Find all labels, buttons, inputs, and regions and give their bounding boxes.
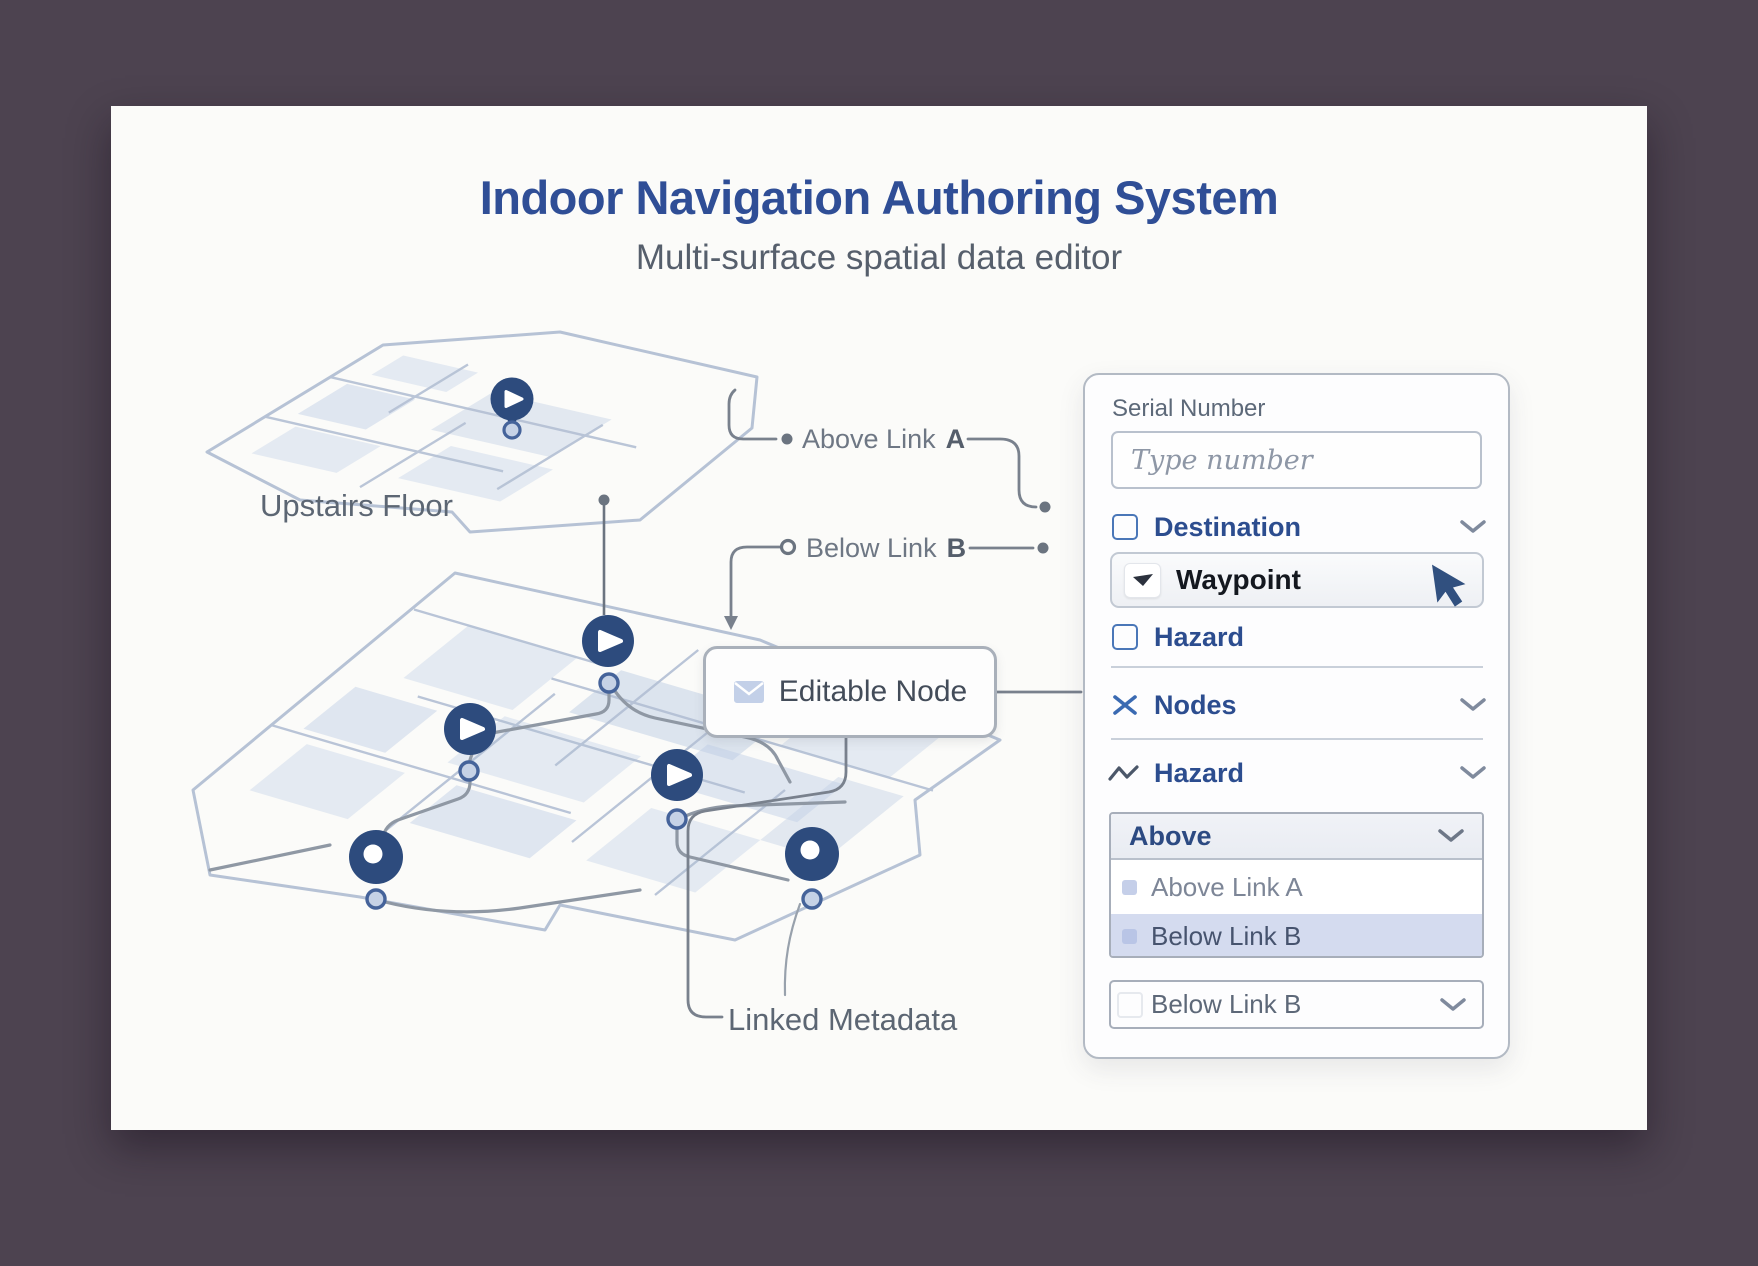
hazard-section-label: Hazard: [1154, 757, 1245, 788]
waypoint-label: Waypoint: [1176, 564, 1301, 595]
below-link-letter: B: [946, 533, 967, 563]
page-subtitle: Multi-surface spatial data editor: [635, 238, 1123, 277]
below-link-text: Below Link: [806, 533, 937, 563]
divider: [1111, 738, 1483, 740]
waypoint-cursor-icon: [1124, 562, 1161, 598]
waypoint-pin[interactable]: [651, 749, 703, 830]
connector-dot: [781, 433, 793, 445]
nodes-x-icon: [1111, 692, 1138, 718]
above-link-label: Above Link A: [802, 424, 965, 455]
destination-checkbox[interactable]: [1112, 514, 1138, 540]
below-link-select[interactable]: Below Link B: [1109, 980, 1484, 1029]
vertical-link-line: [598, 494, 610, 615]
above-link-text: Above Link: [802, 424, 936, 454]
page-title: Indoor Navigation Authoring System: [479, 171, 1279, 224]
chevron-down-icon[interactable]: [1460, 520, 1486, 534]
hazard-checkbox[interactable]: [1112, 624, 1138, 650]
serial-number-input[interactable]: [1111, 431, 1482, 489]
above-dropdown-value: Above: [1129, 820, 1212, 851]
destination-pin[interactable]: [349, 830, 403, 910]
connector-dot: [1037, 542, 1049, 554]
option-bullet-icon: [1122, 879, 1137, 895]
upstairs-floorplan: [207, 332, 757, 532]
above-dropdown-header[interactable]: Above: [1111, 814, 1482, 860]
destination-pin[interactable]: [785, 827, 839, 910]
chevron-down-icon[interactable]: [1438, 829, 1464, 843]
waypoint-pin-upstairs[interactable]: [490, 377, 534, 440]
chevron-down-icon[interactable]: [1460, 698, 1486, 712]
hazard-section-row[interactable]: Hazard: [1085, 755, 1512, 791]
arrowhead-to-node: [724, 616, 738, 630]
nodes-section-label: Nodes: [1154, 689, 1237, 720]
connector-open-dot: [779, 538, 797, 556]
above-dropdown[interactable]: Above Above Link A Below Link B: [1109, 812, 1484, 958]
hazard-row[interactable]: Hazard: [1085, 620, 1512, 654]
option-bullet-icon: [1122, 928, 1137, 944]
editable-node-label: Editable Node: [778, 675, 968, 708]
pin-anchor-ring: [365, 888, 387, 910]
chevron-down-icon[interactable]: [1460, 766, 1486, 780]
mouse-cursor-icon: [1432, 564, 1466, 607]
option-label: Below Link B: [1151, 920, 1302, 951]
pin-anchor-ring: [598, 672, 620, 694]
option-below-link-b[interactable]: Below Link B: [1111, 914, 1482, 956]
waypoint-pin[interactable]: [582, 615, 634, 694]
below-link-label: Below Link B: [806, 533, 966, 564]
option-above-link-a[interactable]: Above Link A: [1111, 860, 1482, 914]
ghost-checkbox: [1117, 991, 1143, 1018]
nodes-section-row[interactable]: Nodes: [1085, 687, 1512, 723]
pin-anchor-ring: [801, 888, 823, 910]
divider: [1111, 666, 1483, 668]
chevron-down-icon[interactable]: [1440, 997, 1466, 1012]
hazard-zigzag-icon: [1108, 763, 1141, 783]
below-link-select-value: Below Link B: [1151, 989, 1302, 1019]
editable-node-box[interactable]: Editable Node: [703, 646, 997, 738]
pin-anchor-ring: [502, 420, 522, 440]
linked-metadata-label: Linked Metadata: [728, 1002, 958, 1037]
above-link-letter: A: [945, 424, 966, 454]
hazard-checkbox-label: Hazard: [1154, 621, 1245, 652]
waypoint-pin[interactable]: [444, 703, 496, 782]
connector-dot: [1039, 501, 1051, 513]
waypoint-selected-item[interactable]: Waypoint: [1110, 552, 1484, 608]
upstairs-floor-label: Upstairs Floor: [260, 488, 453, 523]
properties-panel: Serial Number Destination Waypoint Hazar…: [1083, 373, 1510, 1059]
destination-label: Destination: [1154, 511, 1302, 542]
serial-number-label: Serial Number: [1112, 395, 1266, 422]
envelope-icon: [733, 681, 764, 703]
pin-anchor-ring: [458, 760, 480, 782]
option-label: Above Link A: [1151, 871, 1303, 902]
annotation-connectors: [686, 388, 1083, 1019]
destination-row[interactable]: Destination: [1085, 510, 1512, 544]
pin-anchor-ring: [666, 808, 688, 830]
